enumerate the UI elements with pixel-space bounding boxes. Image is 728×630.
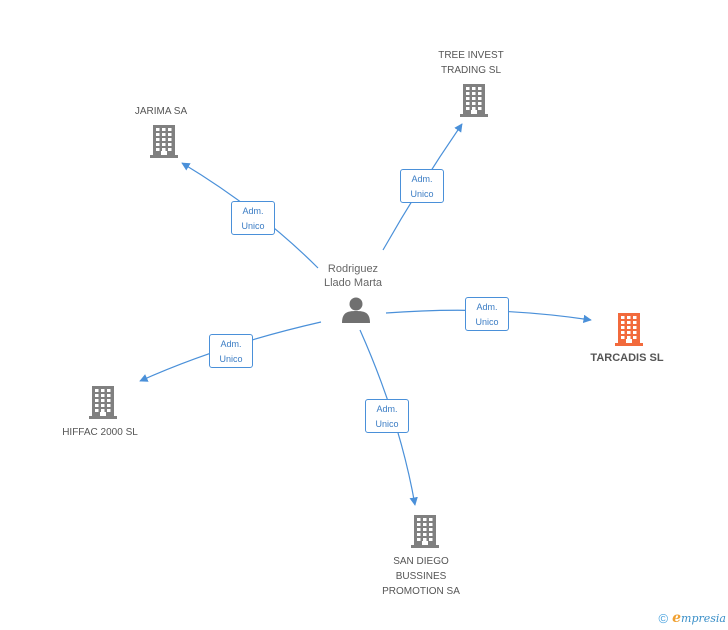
edge-role-line2: Unico	[375, 419, 399, 429]
person-icon[interactable]	[342, 297, 370, 324]
footer-brand: © empresia	[659, 610, 726, 626]
edge-role-line2: Unico	[219, 354, 243, 364]
company-label-hiffac[interactable]: HIFFAC 2000 SL	[62, 425, 138, 440]
company-label-jarima[interactable]: JARIMA SA	[135, 104, 187, 119]
company-label-tarcadis[interactable]: TARCADIS SL	[590, 351, 663, 366]
edge-role-line1: Adm.	[242, 206, 264, 216]
building-icon-tarcadis[interactable]	[615, 313, 643, 346]
empresia-logo[interactable]: empresia	[672, 610, 726, 626]
company-label-line: TREE INVEST	[438, 50, 504, 61]
company-label-line: TARCADIS SL	[590, 352, 664, 364]
company-label-line: PROMOTION SA	[382, 586, 460, 597]
company-label-line: TRADING SL	[440, 65, 502, 76]
company-label-line: SAN DIEGO	[393, 556, 449, 567]
edge-badge-tree-invest[interactable]: Adm. Unico	[400, 169, 444, 203]
company-label-line: JARIMA SA	[134, 106, 188, 117]
edge-badge-hiffac[interactable]: Adm. Unico	[209, 334, 253, 368]
edge-badge-jarima[interactable]: Adm. Unico	[231, 201, 275, 235]
edge-role-line2: Unico	[410, 189, 434, 199]
edge-role-line1: Adm.	[411, 174, 433, 184]
building-icon-tree-invest[interactable]	[460, 84, 488, 117]
edge-role-line1: Adm.	[376, 404, 398, 414]
company-label-tree-invest[interactable]: TREE INVEST TRADING SL	[438, 48, 504, 78]
person-name-line: Rodriguez	[327, 263, 379, 275]
edge-role-line1: Adm.	[220, 339, 242, 349]
company-label-line: HIFFAC 2000 SL	[62, 427, 138, 438]
edge-badge-tarcadis[interactable]: Adm. Unico	[465, 297, 509, 331]
edge-role-line2: Unico	[241, 221, 265, 231]
person-name-line: Llado Marta	[323, 277, 383, 289]
edge-role-line2: Unico	[475, 317, 499, 327]
building-icon-jarima[interactable]	[150, 125, 178, 158]
edge-badge-san-diego[interactable]: Adm. Unico	[365, 399, 409, 433]
edge-role-line1: Adm.	[476, 302, 498, 312]
building-icon-hiffac[interactable]	[89, 386, 117, 419]
company-label-line: BUSSINES	[395, 571, 447, 582]
copyright-icon: ©	[658, 610, 669, 626]
building-icon-san-diego[interactable]	[411, 515, 439, 548]
company-label-san-diego[interactable]: SAN DIEGO BUSSINES PROMOTION SA	[382, 554, 460, 599]
